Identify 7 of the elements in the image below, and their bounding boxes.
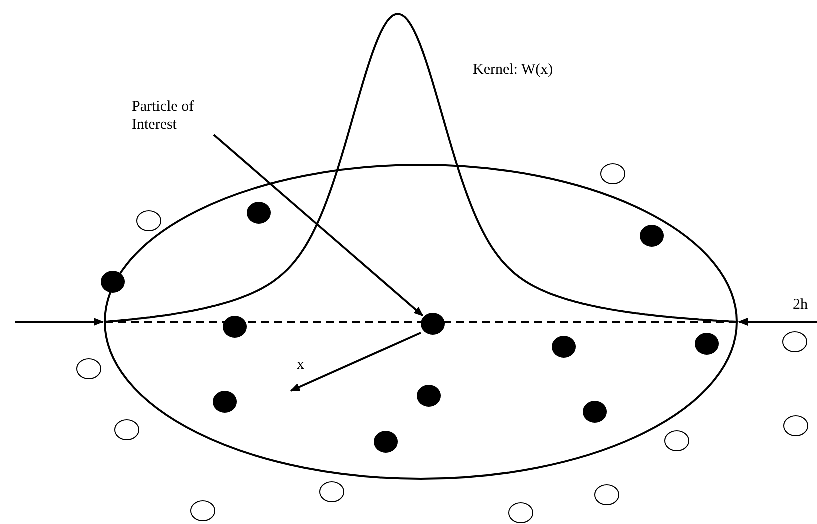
callout-text: Particle of Interest: [132, 98, 222, 134]
dimension-label: 2h: [793, 296, 808, 314]
kernel-label: Kernel: W(x): [473, 61, 554, 79]
particle-dot: [421, 313, 445, 335]
arrow: [290, 332, 422, 392]
edge-label: x: [297, 356, 304, 374]
leader-line: [213, 134, 424, 317]
